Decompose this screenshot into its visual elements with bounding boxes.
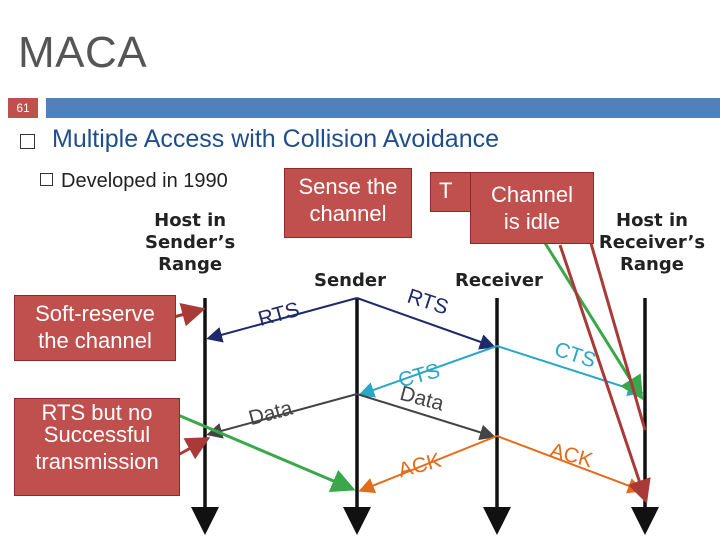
callout-partial-hidden: T [430,172,476,212]
host-sender-line1: Host in [154,210,227,231]
data-arrow-to-host [206,393,358,439]
sub-bullet-developed: Developed in 1990 [40,170,228,193]
callout-soft-reserve: Soft-reserve the channel [14,295,176,361]
callout-success-line2: transmission [35,449,159,474]
sub-bullet-text: Developed in 1990 [61,170,228,192]
callout-sense-channel: Sense the channel [284,168,412,238]
callout-success-line1: Successful [43,422,151,447]
host-receiver-range-label: Host in Receiver’s Range [588,210,716,276]
callout-rts-no-text: RTS but no [41,403,153,421]
red-pointer-no-success [177,437,211,460]
host-sender-line3: Range [158,254,223,275]
green-pointer-rts [177,413,356,493]
slide-number: 61 [16,101,30,115]
red-pointer-idle-2 [588,239,647,431]
red-pointer-idle-1 [558,244,651,504]
cts-arrow-to-host [496,345,644,396]
callout-successful-transmission: RTS but no Successful transmission [14,398,180,496]
rts-arrow-to-host [206,297,358,343]
data-label-left: Data [246,396,295,430]
rts-arrow-to-receiver [356,297,496,350]
bullet-maca-definition: Multiple Access with Collision Avoidance [52,125,499,154]
data-label-right: Data [397,382,446,416]
bullet-word-multiple: Multiple [52,125,139,153]
callout-soft-line2: the channel [38,328,152,353]
host-sender-line2: Sender’s [145,232,236,253]
callout-channel-idle: Channel is idle [470,172,594,244]
bullet-word-avoidance: Avoidance [377,125,500,153]
slide-title: MACA [18,28,148,77]
ack-arrow-to-host [496,435,644,494]
green-pointer-cts [538,234,644,401]
callout-partial-letter: T [439,178,453,203]
ack-label-left: ACK [396,449,444,482]
callout-idle-line1: Channel [491,182,573,207]
callout-soft-line1: Soft-reserve [35,301,155,326]
cts-arrow-to-sender [358,345,498,398]
rts-label-left: RTS [256,298,302,331]
host-receiver-line3: Range [620,254,684,275]
callout-idle-line2: is idle [503,209,561,234]
rts-label-right: RTS [404,285,451,320]
host-receiver-line2: Receiver’s [598,232,706,253]
sub-bullet-square-icon [40,173,53,186]
sender-label: Sender [314,270,386,291]
slide-number-badge [8,98,38,118]
data-arrow-to-receiver [356,393,496,441]
bullet-word-collision: Collision [282,125,378,153]
callout-sense-line1: Sense the [298,174,398,199]
title-rule-bar [46,98,720,118]
callout-sense-line2: channel [309,201,387,226]
bullet-square-icon [20,134,35,149]
receiver-label: Receiver [455,270,543,291]
ack-arrow-to-sender [358,435,498,493]
host-receiver-line1: Host in [616,210,688,231]
host-sender-range-label: Host in Sender’s Range [145,210,235,276]
ack-label-right: ACK [547,439,595,472]
bullet-word-access: Access with [138,125,283,153]
